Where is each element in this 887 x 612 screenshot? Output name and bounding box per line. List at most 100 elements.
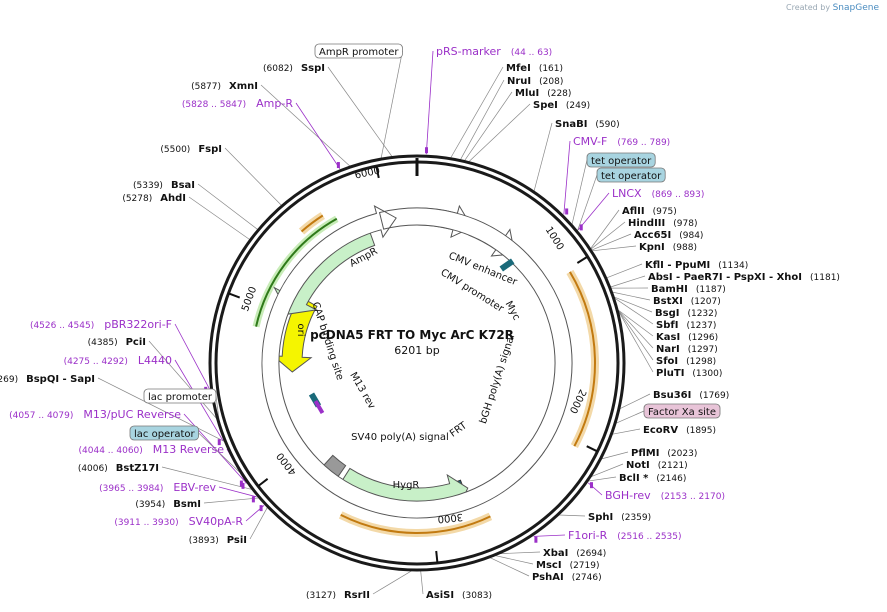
feature-label-m13-rev: M13 rev (347, 370, 377, 411)
enzyme-name: NotI (626, 460, 650, 471)
enzyme-position: (1300) (692, 369, 722, 379)
enzyme-leader (489, 557, 530, 577)
enzyme-bsai[interactable]: BsaI(5339) (133, 180, 195, 191)
enzyme-aflii[interactable]: AflII(975) (622, 206, 677, 217)
enzyme-absi-paer7i-pspxi-xhoi[interactable]: AbsI - PaeR7I - PspXI - XhoI(1181) (648, 272, 840, 283)
primer-range: (3965 .. 3984) (99, 484, 163, 494)
enzyme-name: SbfI (656, 320, 678, 331)
primer-range: (4275 .. 4292) (64, 357, 128, 367)
enzyme-xmni[interactable]: XmnI(5877) (191, 81, 258, 92)
enzyme-leader (558, 514, 586, 517)
feature-box-tet-operator[interactable]: tet operator (596, 167, 666, 183)
enzyme-rsrii[interactable]: RsrII(3127) (306, 590, 370, 601)
feature-box-frame (143, 388, 217, 404)
primer-name: M13/pUC Reverse (83, 408, 181, 421)
enzyme-kfli-ppumi[interactable]: KflI - PpuMI(1134) (645, 260, 748, 271)
enzyme-bsu36i[interactable]: Bsu36I (1769) (653, 390, 729, 401)
enzyme-bstxi[interactable]: BstXI(1207) (653, 296, 721, 307)
enzyme-sphi[interactable]: SphI(2359) (588, 512, 651, 523)
primer-amp-r[interactable]: Amp-R(5828 .. 5847) (182, 97, 293, 110)
feature-box-leader (571, 159, 588, 225)
enzyme-bstz17i[interactable]: BstZ17I (4006) (78, 463, 159, 474)
feature-box-tet-operator[interactable]: tet operator (586, 152, 656, 168)
enzyme-bspqi-sapi[interactable]: BspQI - SapI(4269) (0, 374, 95, 385)
feature-box-lac-operator[interactable]: lac operator (129, 425, 199, 441)
enzyme-sspi[interactable]: SspI(6082) (263, 63, 325, 74)
enzyme-leader (464, 91, 513, 161)
enzyme-ecorv[interactable]: EcoRV(1895) (643, 425, 716, 436)
enzyme-msci[interactable]: MscI(2719) (536, 560, 600, 571)
enzyme-name: SnaBI (555, 119, 587, 130)
primer-sv40pa-r[interactable]: SV40pA-R(3911 .. 3930) (114, 515, 243, 528)
enzyme-position: (3954) (135, 500, 165, 510)
enzyme-sfoi[interactable]: SfoI(1298) (656, 356, 716, 367)
feature-box-ampr-promoter[interactable]: AmpR promoter (314, 43, 403, 59)
primer-site-marker (534, 536, 538, 543)
primer-site-marker (336, 162, 340, 169)
enzyme-position: (590) (595, 120, 619, 130)
enzyme-snabi[interactable]: SnaBI (590) (555, 119, 620, 130)
enzyme-spei[interactable]: SpeI(249) (533, 100, 590, 111)
enzyme-asisi[interactable]: AsiSI(3083) (426, 590, 492, 601)
enzyme-sbfi[interactable]: SbfI(1237) (656, 320, 716, 331)
enzyme-name: SfoI (656, 356, 678, 367)
feature-box-factor-xa-site[interactable]: Factor Xa site (643, 403, 721, 419)
enzyme-bsmi[interactable]: BsmI(3954) (135, 499, 201, 510)
primer-leader (563, 140, 571, 215)
enzyme-position: (988) (673, 243, 697, 253)
enzyme-pshai[interactable]: PshAI(2746) (532, 572, 602, 583)
enzyme-bcli[interactable]: BclI *(2146) (619, 473, 686, 484)
primer-range: (4044 .. 4060) (79, 446, 143, 456)
enzyme-mfei[interactable]: MfeI(161) (506, 63, 563, 74)
enzyme-name: BstZ17I (116, 463, 159, 474)
tick-mark-5000 (228, 292, 241, 299)
enzyme-psii[interactable]: PsiI(3893) (189, 535, 247, 546)
primer-l4440[interactable]: L4440(4275 .. 4292) (64, 354, 172, 367)
primer-range: (2153 .. 2170) (661, 492, 725, 502)
enzyme-nrui[interactable]: NruI(208) (507, 76, 563, 87)
primer-name: LNCX (612, 187, 642, 200)
enzyme-name: Bsu36I (653, 390, 691, 401)
enzyme-position: (2694) (576, 549, 606, 559)
primer-name: pBR322ori-F (104, 318, 172, 331)
feature-box-label: Factor Xa site (648, 407, 716, 418)
enzyme-name: MluI (515, 88, 539, 99)
enzyme-kpni[interactable]: KpnI(988) (639, 242, 697, 253)
enzyme-bsgi[interactable]: BsgI(1232) (655, 308, 717, 319)
enzyme-fspi[interactable]: FspI(5500) (160, 144, 222, 155)
enzyme-leader (592, 245, 637, 252)
enzyme-nari[interactable]: NarI(1297) (656, 344, 718, 355)
enzyme-pflmi[interactable]: PflMI(2023) (631, 448, 697, 459)
primer-m13-reverse[interactable]: M13 Reverse(4044 .. 4060) (79, 443, 225, 456)
enzyme-mlui[interactable]: MluI(228) (515, 88, 571, 99)
enzyme-pluti[interactable]: PluTI(1300) (656, 368, 722, 379)
enzyme-bamhi[interactable]: BamHI(1187) (651, 284, 726, 295)
enzyme-position: (1187) (696, 285, 726, 295)
enzyme-pcii[interactable]: PciI(4385) (88, 337, 146, 348)
enzyme-hindiii[interactable]: HindIII(978) (628, 218, 697, 229)
primer-name: pRS-marker (436, 45, 501, 58)
primer-range: (4526 .. 4545) (30, 321, 94, 331)
primer-m13-puc-reverse[interactable]: M13/pUC Reverse(4057 .. 4079) (9, 408, 181, 421)
enzyme-position: (1769) (699, 391, 729, 401)
enzyme-leader (606, 263, 643, 279)
feature-box-label: tet operator (591, 156, 652, 167)
enzyme-leader (590, 221, 626, 250)
primer-cmv-f[interactable]: CMV-F(769 .. 789) (573, 135, 670, 148)
enzyme-noti[interactable]: NotI(2121) (626, 460, 688, 471)
primer-bgh-rev[interactable]: BGH-rev(2153 .. 2170) (605, 489, 725, 502)
enzyme-position: (1296) (688, 333, 718, 343)
feature-box-lac-promoter[interactable]: lac promoter (143, 388, 217, 404)
primer-site-marker (565, 208, 569, 215)
enzyme-xbai[interactable]: XbaI(2694) (543, 548, 606, 559)
primer-ebv-rev[interactable]: EBV-rev(3965 .. 3984) (99, 481, 216, 494)
enzyme-ahdi[interactable]: AhdI(5278) (122, 193, 186, 204)
primer-prs-marker[interactable]: pRS-marker(44 .. 63) (436, 45, 552, 58)
primer-pbr322ori-f[interactable]: pBR322ori-F (4526 .. 4545) (30, 318, 172, 331)
enzyme-acc65i[interactable]: Acc65I(984) (634, 230, 703, 241)
enzyme-kasi[interactable]: KasI(1296) (656, 332, 718, 343)
watermark-prefix: Created by (786, 3, 831, 12)
primer-f1ori-r[interactable]: F1ori-R(2516 .. 2535) (568, 529, 682, 542)
primer-lncx[interactable]: LNCX(869 .. 893) (612, 187, 704, 200)
enzyme-position: (4006) (78, 464, 108, 474)
